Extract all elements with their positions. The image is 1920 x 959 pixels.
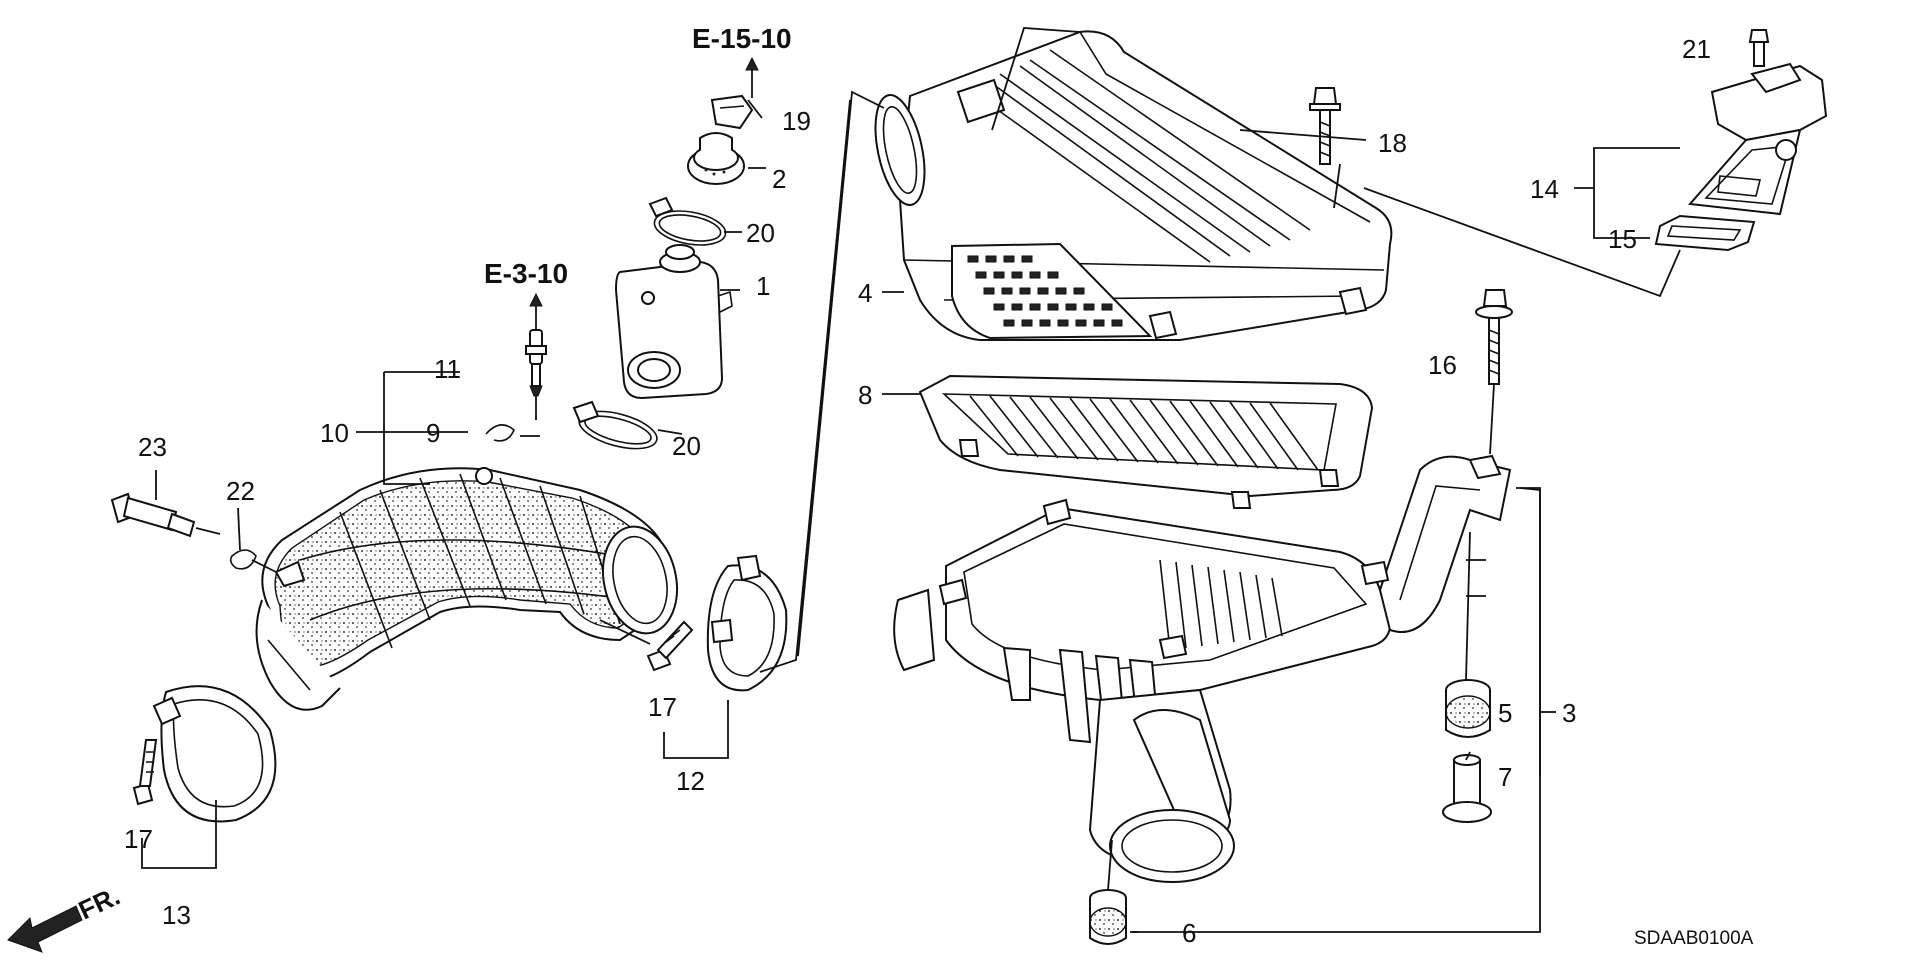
part-drawing-23-sensor[interactable]: [110, 492, 221, 538]
part-drawing-11-fitting[interactable]: [525, 329, 547, 397]
part-label-17-right: 17: [648, 692, 677, 722]
part-label-3: 3: [1562, 698, 1576, 728]
part-drawing-1-resonator-chamber[interactable]: [614, 244, 733, 400]
part-label-18: 18: [1378, 128, 1407, 158]
front-direction-marker: FR.: [7, 881, 125, 953]
part-drawing-4-air-cleaner-upper-case[interactable]: [867, 30, 1393, 341]
part-label-20-upper: 20: [746, 218, 775, 248]
part-label-2: 2: [772, 164, 786, 194]
reference-label-e-15-10: E-15-10: [692, 23, 792, 54]
part-label-15: 15: [1608, 224, 1637, 254]
part-label-22: 22: [226, 476, 255, 506]
part-label-10: 10: [320, 418, 349, 448]
part-drawing-19-clip[interactable]: [710, 94, 754, 130]
part-drawing-17-bolt-right[interactable]: [646, 620, 694, 672]
part-drawing-16-bolt[interactable]: [1475, 289, 1513, 385]
reference-label-e-3-10: E-3-10: [484, 258, 568, 289]
group-bracket-12: [663, 700, 729, 759]
group-bracket-13: [141, 800, 217, 869]
part-label-17-left: 17: [124, 824, 153, 854]
part-drawing-2-grommet[interactable]: [687, 132, 745, 185]
group-bracket-4-8: [882, 291, 920, 395]
part-label-5: 5: [1498, 698, 1512, 728]
part-drawing-18-bolt[interactable]: [1309, 87, 1341, 165]
reference-e-3-10[interactable]: E-3-10: [484, 258, 568, 332]
part-label-9: 9: [426, 418, 440, 448]
part-label-20-lower: 20: [672, 431, 701, 461]
part-drawing-10-intake-duct[interactable]: [255, 467, 687, 711]
part-drawing-13-clamp[interactable]: [152, 685, 277, 823]
part-drawing-5-mount-rubber[interactable]: [1445, 679, 1491, 738]
part-drawing-15-gasket[interactable]: [1654, 214, 1756, 252]
part-label-13: 13: [162, 900, 191, 930]
part-label-1: 1: [756, 271, 770, 301]
part-label-8: 8: [858, 380, 872, 410]
part-label-11: 11: [434, 354, 461, 384]
part-drawing-20-clamp-lower[interactable]: [572, 400, 661, 456]
part-label-12: 12: [676, 766, 705, 796]
part-drawing-3-air-cleaner-lower-case[interactable]: [893, 454, 1512, 883]
front-direction-arrow-icon: [7, 905, 83, 953]
part-drawing-12-clamp[interactable]: [706, 554, 788, 692]
group-bracket-10: [356, 371, 468, 485]
part-drawing-20-clamp-upper[interactable]: [648, 196, 728, 250]
part-label-23: 23: [138, 432, 167, 462]
part-drawing-17-bolt-left[interactable]: [132, 739, 158, 806]
part-label-21: 21: [1682, 34, 1711, 64]
group-bracket-14-15: [1574, 147, 1680, 239]
part-label-6: 6: [1182, 918, 1196, 948]
part-drawing-7-collar[interactable]: [1442, 754, 1492, 823]
diagram-code: SDAAB0100A: [1634, 928, 1754, 949]
part-label-7: 7: [1498, 762, 1512, 792]
part-drawing-22-clip[interactable]: [229, 549, 257, 570]
part-drawing-8-air-cleaner-element[interactable]: [918, 374, 1374, 509]
part-label-19: 19: [782, 106, 811, 136]
group-bracket-3: [1516, 487, 1556, 776]
part-drawing-14-sensor[interactable]: [1687, 62, 1828, 216]
part-label-14: 14: [1530, 174, 1559, 204]
part-label-16: 16: [1428, 350, 1457, 380]
part-drawing-6-mount-rubber[interactable]: [1089, 889, 1127, 945]
reference-arrow-icon: [745, 56, 759, 71]
part-drawing-9-clip[interactable]: [485, 424, 515, 442]
part-label-4: 4: [858, 278, 872, 308]
reference-arrow-icon: [529, 292, 543, 307]
part-drawing-21-screw[interactable]: [1748, 29, 1770, 67]
reference-e-15-10[interactable]: E-15-10: [692, 23, 792, 98]
